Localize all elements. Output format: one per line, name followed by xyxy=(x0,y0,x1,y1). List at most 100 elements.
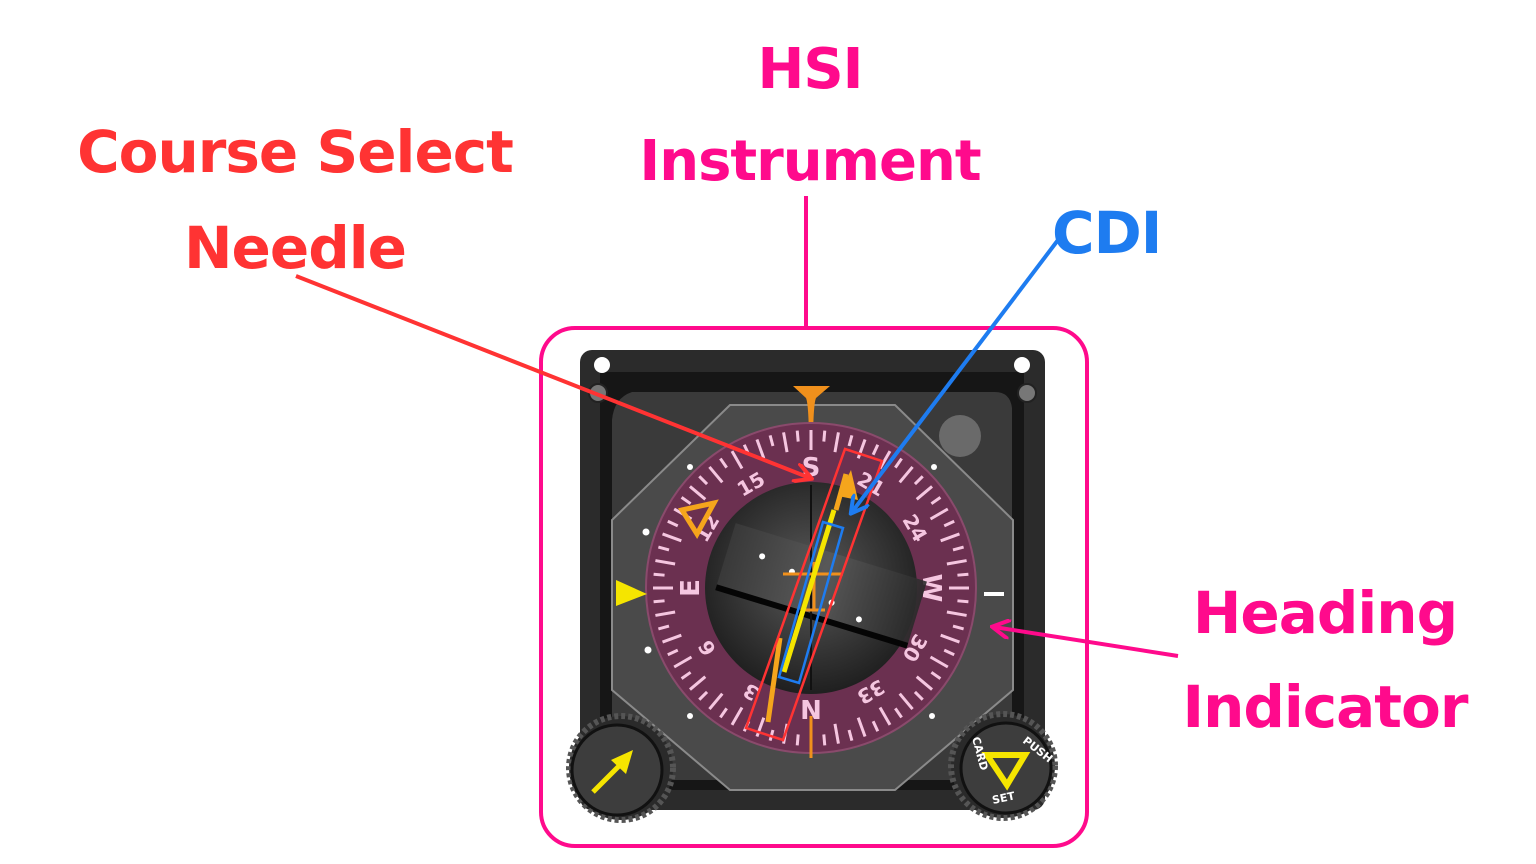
compass-tick xyxy=(755,439,766,459)
hsi-highlight-box xyxy=(539,326,1089,848)
compass-tick xyxy=(719,457,728,469)
compass-tick xyxy=(915,485,933,501)
compass-tick xyxy=(689,485,707,501)
compass-tick xyxy=(680,496,692,505)
cdi-pointer-arrow xyxy=(852,238,1060,512)
heading-indicator-label-line1: Heading xyxy=(1192,579,1458,647)
compass-tick xyxy=(768,434,775,447)
deviation-dot xyxy=(855,616,862,623)
compass-tick xyxy=(940,532,960,543)
hsi-instrument-label-line1: HSI xyxy=(757,37,863,102)
compass-tick xyxy=(662,633,682,644)
compass-tick xyxy=(898,692,914,710)
compass-tick xyxy=(708,692,724,710)
compass-tick xyxy=(782,432,789,453)
course-select-needle xyxy=(765,470,858,723)
compass-tick xyxy=(708,466,724,484)
compass-tick xyxy=(653,572,665,577)
compass-tick xyxy=(929,655,949,669)
course-select-highlight-box xyxy=(744,447,884,742)
mounting-hole-icon xyxy=(1014,357,1030,373)
course-select-needle-label-line1: Course Select xyxy=(77,118,514,186)
heading-indicator-label: Heading Indicator xyxy=(1170,566,1480,754)
reference-dot xyxy=(929,713,935,719)
course-select-pointer-arrow xyxy=(295,274,810,478)
compass-tick xyxy=(894,457,903,469)
cdi-label: CDI xyxy=(1052,199,1162,267)
compass-tick xyxy=(943,519,955,528)
compass-tick xyxy=(755,717,766,737)
compass-tick xyxy=(655,559,676,566)
deviation-dot xyxy=(759,553,766,560)
compass-tick xyxy=(957,599,969,604)
compass-tick xyxy=(667,519,679,528)
reference-dot xyxy=(931,464,937,470)
heading-bug-icon xyxy=(677,499,719,539)
compass-tick xyxy=(856,717,867,737)
compass-tick xyxy=(930,671,942,680)
course-arrow-head-icon xyxy=(838,470,858,500)
compass-tick xyxy=(833,723,840,744)
compass-tick xyxy=(940,633,960,644)
knob-text-set: SET xyxy=(991,789,1017,807)
reference-dot xyxy=(642,528,650,536)
compass-tick xyxy=(719,707,728,719)
compass-tick xyxy=(943,648,955,657)
compass-tick xyxy=(689,675,707,691)
compass-label: N xyxy=(800,693,822,723)
compass-tick xyxy=(657,624,670,631)
compass-tick xyxy=(730,706,744,726)
compass-tick xyxy=(673,655,693,669)
compass-tick xyxy=(655,610,676,617)
course-select-needle-label: Course Select Needle xyxy=(60,104,530,296)
compass-tick xyxy=(913,690,924,701)
compass-tick xyxy=(946,559,967,566)
course-select-knob[interactable] xyxy=(566,713,676,823)
compass-tick xyxy=(952,624,965,631)
compass-tick xyxy=(946,610,967,617)
compass-tick xyxy=(915,675,933,691)
heading-card-set-knob[interactable]: PUSH CARD SET xyxy=(948,711,1058,821)
deviation-bar-housing xyxy=(715,523,927,647)
mounting-hole-icon xyxy=(594,357,610,373)
compass-tick xyxy=(667,648,679,657)
compass-tick xyxy=(657,545,670,552)
screw-icon xyxy=(1017,383,1037,403)
reference-dot xyxy=(644,646,652,654)
compass-tick xyxy=(930,496,942,505)
compass-tick xyxy=(833,432,840,453)
compass-tick xyxy=(730,450,744,470)
compass-tick xyxy=(698,475,709,486)
compass-tick xyxy=(871,444,880,456)
heading-bug-triangle-icon xyxy=(981,752,1031,791)
compass-tick xyxy=(698,690,709,701)
compass-tick xyxy=(680,671,692,680)
compass-tick xyxy=(913,475,924,486)
compass-tick xyxy=(795,430,800,442)
compass-tick xyxy=(957,572,969,577)
compass-tick xyxy=(795,734,800,746)
compass-tick xyxy=(847,434,854,447)
compass-tick xyxy=(822,734,827,746)
compass-tick xyxy=(898,466,914,484)
course-select-needle-label-line2: Needle xyxy=(184,214,407,282)
compass-tick xyxy=(871,720,880,732)
course-needle-tail xyxy=(765,637,783,723)
heading-indicator-pointer-arrow xyxy=(994,627,1179,658)
heading-indicator-label-line2: Indicator xyxy=(1182,673,1469,741)
compass-tick xyxy=(878,706,892,726)
warning-flag-window xyxy=(939,415,981,457)
index-triangle-icon xyxy=(616,580,647,606)
compass-tick xyxy=(952,545,965,552)
compass-label: E xyxy=(676,579,706,597)
compass-tick xyxy=(653,599,665,604)
compass-tick xyxy=(662,532,682,543)
compass-label: S xyxy=(802,453,821,483)
compass-tick xyxy=(856,439,867,459)
compass-tick xyxy=(822,430,827,442)
course-deviation-bar xyxy=(781,509,837,673)
cdi-highlight-box xyxy=(777,520,845,685)
compass-tick xyxy=(929,507,949,521)
lubber-line-top xyxy=(793,386,830,450)
